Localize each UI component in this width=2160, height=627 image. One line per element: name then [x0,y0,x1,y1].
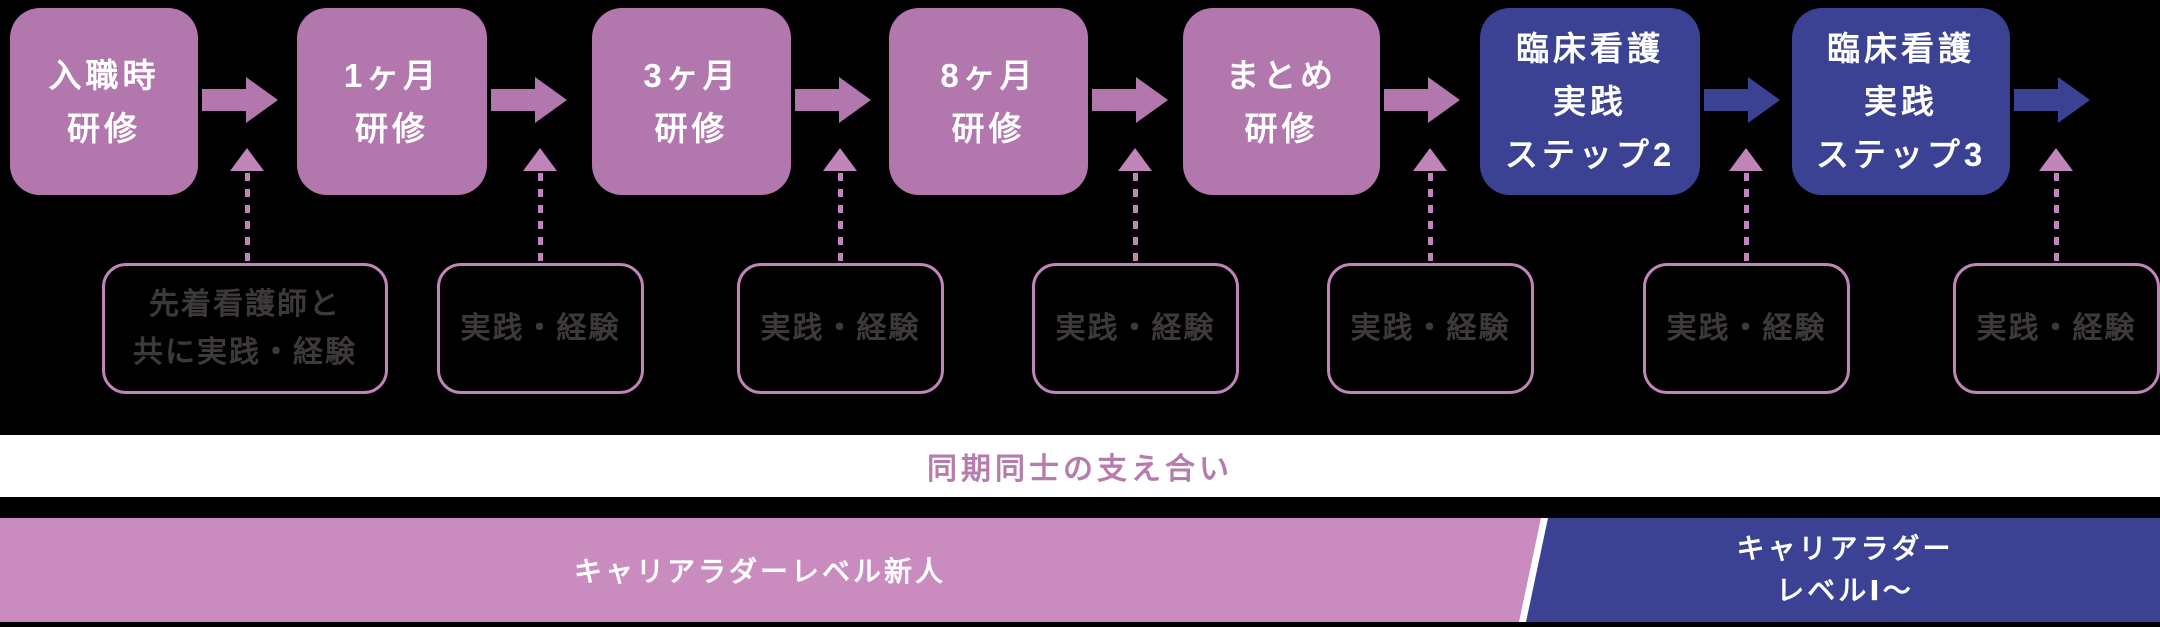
step-label-line: 研修 [1244,109,1319,147]
support-label-line: 共に実践・経験 [133,335,357,369]
career-ladder-level1-line: レベルⅠ～ [1776,575,1914,606]
support-box-with-senior-nurse: 先着看護師と 共に実践・経験 [102,263,388,394]
dotted-up-arrow-icon [2039,148,2073,263]
step-box-1-month-training: 1ヶ月 研修 [297,8,487,195]
support-box-practice-experience: 実践・経験 [1953,263,2160,394]
right-arrow-icon [1384,77,1460,123]
support-label-line: 実践・経験 [1976,311,2137,345]
dashed-line [244,173,250,263]
support-label-line: 先着看護師と [149,287,341,321]
dotted-up-arrow-icon [523,148,557,263]
right-arrow-icon [1092,77,1168,123]
support-box-practice-experience: 実践・経験 [737,263,944,394]
dotted-up-arrow-icon [1413,148,1447,263]
support-box-practice-experience: 実践・経験 [437,263,644,394]
right-arrow-icon [1704,77,1780,123]
right-arrow-icon [795,77,871,123]
support-box-practice-experience: 実践・経験 [1327,263,1534,394]
step-box-clinical-practice-step3: 臨床看護 実践 ステップ3 [1792,8,2010,195]
career-ladder-newcomer-label: キャリアラダーレベル新人 [573,556,946,587]
right-arrow-icon [491,77,567,123]
dotted-up-arrow-icon [230,148,264,263]
career-ladder-level1-segment [1526,518,2160,622]
step-box-3-month-training: 3ヶ月 研修 [592,8,791,195]
support-label-line: 実践・経験 [1350,311,1511,345]
support-box-practice-experience: 実践・経験 [1032,263,1239,394]
step-label-line: 8ヶ月 [940,56,1037,94]
right-arrow-icon [2014,77,2090,123]
step-label-line: 実践 [1864,83,1938,120]
arrowhead-icon [1118,148,1152,171]
right-arrow-icon [202,77,278,123]
career-ladder-level1-label: キャリアラダー レベルⅠ～ [1530,518,2160,622]
career-ladder-level1-line: キャリアラダー [1736,533,1954,564]
peer-support-band: 同期同士の支え合い [0,435,2160,497]
step-label-line: 研修 [951,109,1026,147]
step-label-line: 臨床看護 [1516,30,1664,67]
dotted-up-arrow-icon [823,148,857,263]
dotted-up-arrow-icon [1729,148,1763,263]
dotted-up-arrow-icon [1118,148,1152,263]
step-label-line: 3ヶ月 [643,56,740,94]
step-box-summary-training: まとめ 研修 [1183,8,1380,195]
dashed-line [2053,173,2059,263]
support-label-line: 実践・経験 [760,311,921,345]
career-ladder-newcomer-segment [0,518,1541,622]
career-ladder-band: キャリアラダーレベル新人 キャリアラダー レベルⅠ～ [0,518,2160,622]
step-label-line: 臨床看護 [1827,30,1975,67]
step-label-line: ステップ3 [1815,136,1987,173]
arrowhead-icon [230,148,264,171]
step-label-line: 研修 [654,109,729,147]
support-label-line: 実践・経験 [460,311,621,345]
step-label-line: 入職時 [48,56,160,94]
arrowhead-icon [1729,148,1763,171]
step-label-line: 研修 [355,109,429,147]
arrowhead-icon [2039,148,2073,171]
support-box-practice-experience: 実践・経験 [1643,263,1850,394]
dashed-line [1743,173,1749,263]
arrowhead-icon [523,148,557,171]
arrowhead-icon [823,148,857,171]
support-label-line: 実践・経験 [1055,311,1216,345]
dashed-line [837,173,843,263]
step-label-line: ステップ2 [1504,136,1676,173]
step-label-line: 実践 [1553,83,1627,120]
step-label-line: 1ヶ月 [343,56,441,94]
support-label-line: 実践・経験 [1666,311,1827,345]
step-box-8-month-training: 8ヶ月 研修 [889,8,1088,195]
peer-support-label: 同期同士の支え合い [927,453,1233,486]
dashed-line [1132,173,1138,263]
step-box-entry-training: 入職時 研修 [10,8,198,195]
step-label-line: 研修 [67,109,141,147]
step-label-line: まとめ [1226,56,1337,94]
step-box-clinical-practice-step2: 臨床看護 実践 ステップ2 [1480,8,1700,195]
dashed-line [1427,173,1433,263]
arrowhead-icon [1413,148,1447,171]
dashed-line [537,173,543,263]
